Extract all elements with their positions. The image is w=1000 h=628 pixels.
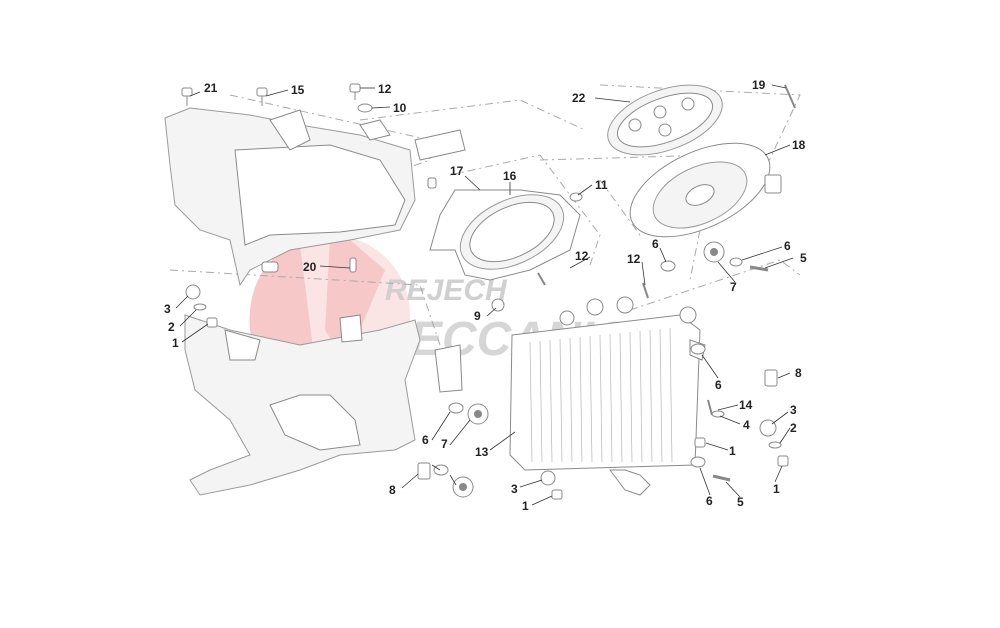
label-12-top: 12 [378, 82, 392, 96]
label-5-top: 5 [800, 251, 807, 265]
label-6-fan-right: 6 [784, 239, 791, 253]
label-13: 13 [475, 445, 489, 459]
label-1-right-bottom: 1 [773, 482, 780, 496]
label-22: 22 [572, 91, 586, 105]
label-6-fan-left: 6 [652, 237, 659, 251]
label-8-left: 8 [389, 483, 396, 497]
label-10: 10 [393, 101, 407, 115]
label-16: 16 [503, 169, 517, 183]
label-19: 19 [752, 78, 766, 92]
label-7-left: 7 [441, 437, 448, 451]
label-18: 18 [792, 138, 806, 152]
label-8-right: 8 [795, 366, 802, 380]
label-17: 17 [450, 164, 464, 178]
label-7-right: 7 [730, 280, 737, 294]
radiator-core-grid [529, 327, 673, 463]
label-1-right: 1 [729, 444, 736, 458]
label-1-bottom: 1 [522, 499, 529, 513]
fan-cover-part [607, 84, 723, 156]
label-5-bottom: 5 [737, 495, 744, 509]
label-12-mid: 12 [575, 249, 589, 263]
label-3-left: 3 [164, 302, 171, 316]
label-20: 20 [303, 260, 317, 274]
cooling-fan-part [629, 142, 782, 238]
reference-numbers: 21 15 12 10 22 19 18 16 17 11 12 12 20 9… [164, 78, 807, 513]
label-14: 14 [739, 398, 753, 412]
label-3-bottom: 3 [511, 482, 518, 496]
leader-lines [175, 84, 794, 506]
radiator-part [509, 296, 706, 496]
upper-fairing-part [164, 107, 466, 287]
label-21: 21 [204, 81, 218, 95]
label-12-right: 12 [627, 252, 641, 266]
label-6-mid: 6 [715, 378, 722, 392]
label-2-right: 2 [790, 421, 797, 435]
label-4: 4 [743, 418, 750, 432]
hardware-parts [181, 83, 796, 500]
label-9: 9 [474, 309, 481, 323]
label-6-left: 6 [422, 433, 429, 447]
label-6-bottom-right: 6 [706, 494, 713, 508]
label-1-left: 1 [172, 336, 179, 350]
label-11: 11 [595, 178, 608, 192]
lower-fairing-part [184, 314, 463, 496]
label-3-right: 3 [790, 403, 797, 417]
label-15: 15 [291, 83, 305, 97]
label-2-left: 2 [168, 320, 175, 334]
fan-shroud-part [429, 189, 581, 281]
